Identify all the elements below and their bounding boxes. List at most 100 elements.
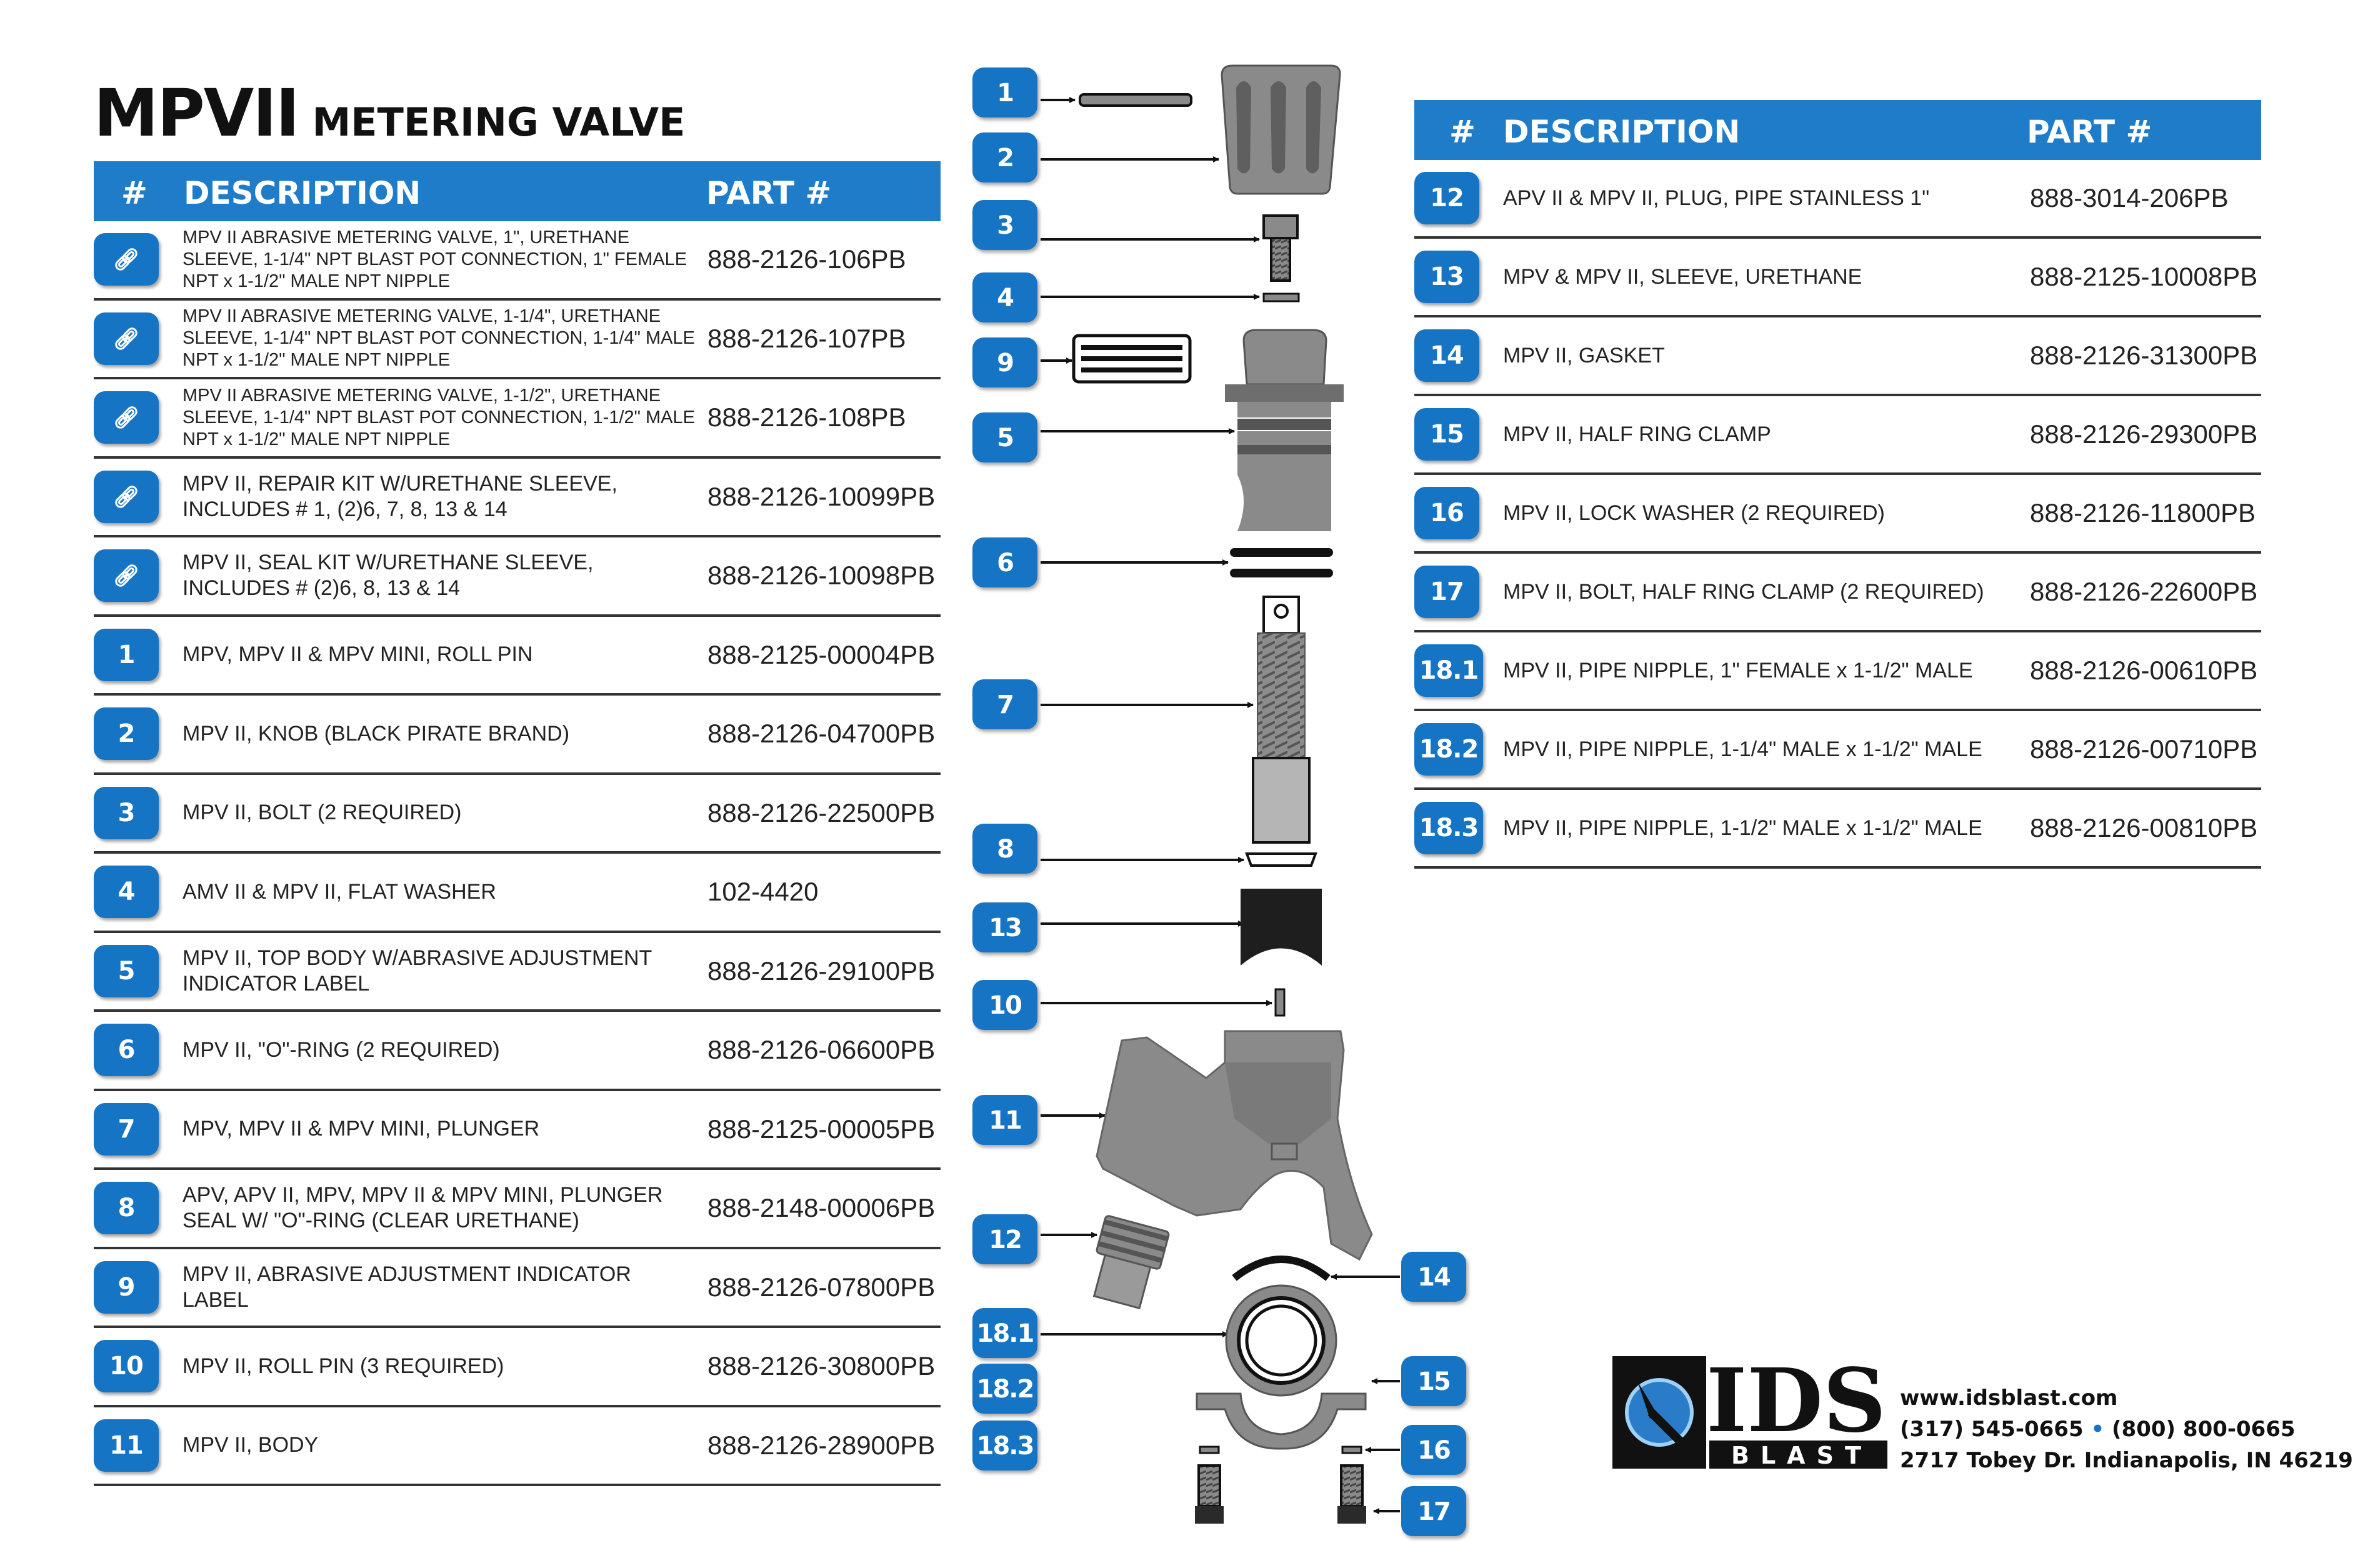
part-description: MPV II, ROLL PIN (3 REQUIRED) (182, 1354, 504, 1378)
part-description: MPV II, PIPE NIPPLE, 1" FEMALE x 1-1/2" … (1503, 658, 1973, 682)
part-number: 888-2125-00005PB (707, 1114, 936, 1144)
part-number: 888-2126-31300PB (2030, 341, 2258, 370)
indicator-label-part (1072, 334, 1192, 384)
logo-sub-text: BLAST (1731, 1442, 1872, 1469)
part-number: 102-4420 (707, 877, 819, 907)
link-icon (115, 248, 137, 271)
part-number: 888-2148-00006PB (707, 1193, 936, 1223)
roll-pin-part (1079, 93, 1192, 107)
link-icon (115, 564, 137, 587)
link-icon (115, 406, 137, 429)
callout-badge: 4 (972, 272, 1037, 322)
callout-badge: 17 (1401, 1486, 1466, 1536)
item-number-badge: 1 (94, 628, 159, 681)
part-description: MPV II, GASKET (1503, 343, 1665, 367)
item-number-badge: 15 (1414, 408, 1479, 461)
part-description: MPV II, REPAIR KIT W/URETHANE SLEEVE, IN… (182, 471, 617, 521)
part-description: MPV II, BOLT (2 REQUIRED) (182, 801, 462, 825)
part-number: 888-2126-00810PB (2030, 813, 2258, 842)
flat-washer-part (1262, 292, 1300, 302)
item-number-badge: 17 (1414, 566, 1479, 618)
part-description: MPV II, KNOB (BLACK PIRATE BRAND) (182, 721, 570, 746)
item-number-badge: 2 (94, 707, 159, 761)
website-link[interactable]: www.idsblast.com (1900, 1386, 2118, 1411)
callout-badge: 15 (1401, 1356, 1466, 1406)
part-description: MPV II, BOLT, HALF RING CLAMP (2 REQUIRE… (1503, 579, 1984, 604)
table-row: 17 MPV II, BOLT, HALF RING CLAMP (2 REQUI… (1414, 554, 2261, 632)
callout-badge: 8 (972, 824, 1037, 874)
item-number-badge: 18.3 (1414, 802, 1483, 854)
callout-label: 18.3 (977, 1432, 1034, 1461)
item-number-badge: 18.2 (1414, 723, 1483, 776)
link-icon (115, 327, 137, 350)
kit-link-badge (94, 391, 159, 444)
callout-label: 9 (997, 349, 1013, 377)
part-number: 888-2126-22500PB (707, 797, 936, 827)
callout-badge: 3 (972, 200, 1037, 250)
item-number-badge: 14 (1414, 329, 1479, 382)
item-number-badge: 5 (94, 944, 159, 997)
callout-badge: 13 (972, 902, 1037, 952)
kit-link-badge (94, 549, 159, 602)
part-description: MPV II, TOP BODY W/ABRASIVE ADJUSTMENT I… (182, 946, 652, 996)
table-row: MPV II ABRASIVE METERING VALVE, 1-1/4", … (94, 301, 941, 379)
part-description: MPV, MPV II & MPV MINI, ROLL PIN (182, 642, 533, 667)
callout-badge: 7 (972, 679, 1037, 729)
callout-badge: 12 (972, 1214, 1037, 1264)
header-num: # (121, 175, 147, 211)
table-row: MPV II ABRASIVE METERING VALVE, 1", URET… (94, 221, 941, 301)
part-description: MPV II, HALF RING CLAMP (1503, 422, 1771, 446)
part-number: 888-2126-29300PB (2030, 419, 2258, 449)
left-table-body: MPV II ABRASIVE METERING VALVE, 1", URET… (94, 221, 941, 1486)
top-body-part (1225, 329, 1344, 531)
part-description: MPV II ABRASIVE METERING VALVE, 1-1/2", … (182, 385, 695, 449)
pipe-nipple-part (1225, 1284, 1337, 1397)
callout-badge: 11 (972, 1095, 1037, 1145)
table-row: MPV II, SEAL KIT W/URETHANE SLEEVE, INCL… (94, 537, 941, 617)
callout-badge: 6 (972, 537, 1037, 587)
link-icon (115, 486, 137, 508)
part-number: 888-2126-04700PB (707, 719, 936, 749)
callout-label: 16 (1417, 1436, 1450, 1465)
callout-label: 14 (1417, 1263, 1450, 1292)
half-ring-clamp-part (1196, 1392, 1367, 1450)
plunger-part (1252, 596, 1311, 844)
callout-label: 17 (1417, 1497, 1450, 1526)
part-number: 888-2126-07800PB (707, 1272, 936, 1302)
table-row: MPV II, REPAIR KIT W/URETHANE SLEEVE, IN… (94, 459, 941, 537)
phone-1: (317) 545-0665 (1900, 1417, 2084, 1442)
clamp-bolt-part (1195, 1464, 1224, 1524)
item-number-badge: 18.1 (1414, 644, 1483, 697)
contact-block: www.idsblast.com (317) 545-0665 • (800) … (1900, 1382, 2353, 1476)
part-number: 888-2126-22600PB (2030, 577, 2258, 606)
callout-label: 7 (997, 691, 1013, 719)
part-number: 888-2125-00004PB (707, 639, 936, 669)
o-ring-part (1230, 569, 1333, 577)
table-row: 15 MPV II, HALF RING CLAMP 888-2126-29300P… (1414, 396, 2261, 475)
part-description: MPV II, PIPE NIPPLE, 1-1/4" MALE x 1-1/2… (1503, 737, 1982, 761)
part-number: 888-2126-30800PB (707, 1351, 936, 1381)
part-description: MPV II, LOCK WASHER (2 REQUIRED) (1503, 501, 1885, 525)
callout-label: 1 (997, 79, 1013, 107)
part-description: MPV II, "O"-RING (2 REQUIRED) (182, 1037, 500, 1062)
table-row: 18.1 MPV II, PIPE NIPPLE, 1" FEMALE x 1-1… (1414, 632, 2261, 711)
callout-label: 5 (997, 424, 1013, 452)
part-number: 888-3014-206PB (2030, 183, 2229, 212)
table-row: 1 MPV, MPV II & MPV MINI, ROLL PIN 888-212… (94, 617, 941, 696)
header-part: PART # (706, 175, 832, 211)
lock-washer-part (1199, 1446, 1220, 1454)
callout-label: 18.2 (977, 1375, 1034, 1404)
callout-badge: 5 (972, 412, 1037, 462)
